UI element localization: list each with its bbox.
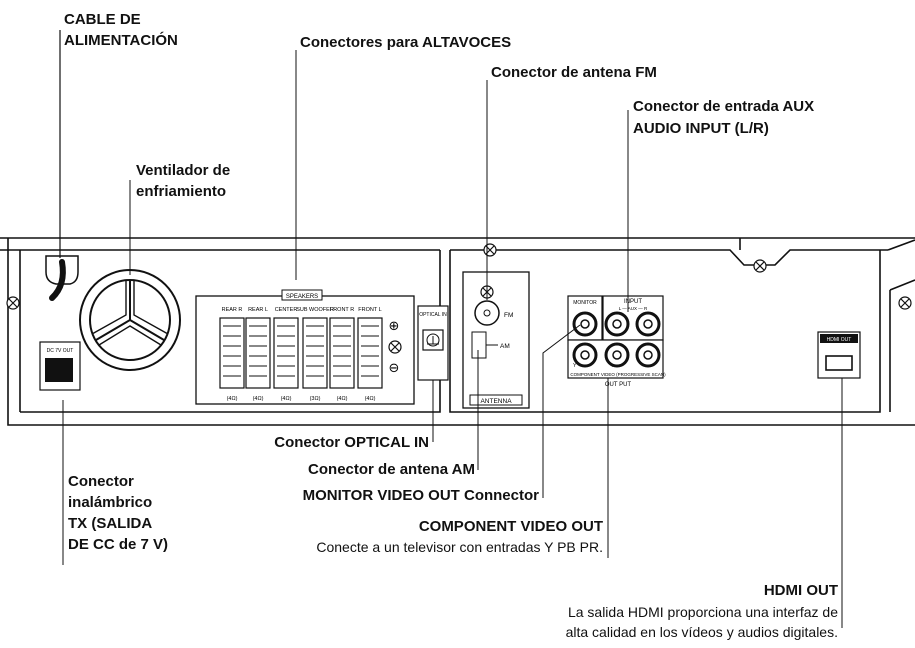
chassis (0, 237, 915, 426)
dc-out-label: DC 7V OUT (47, 348, 74, 354)
fm-antenna-label: Conector de antena FM (491, 64, 657, 81)
monitor-panel-label: MONITOR (573, 300, 597, 306)
video-audio-jacks: MONITOR INPUT L — AUX — R COMPONENT VIDE… (567, 295, 666, 388)
wireless-label-line3: TX (SALIDA (68, 515, 153, 532)
leader-lines (62, 50, 843, 628)
plus-icon: ⊕ (389, 319, 400, 334)
wireless-label-line1: Conector (68, 473, 134, 490)
power-cable-label-line1: CABLE DE (64, 11, 141, 28)
hdmi-out-connector: HDMI OUT (817, 331, 861, 379)
center-impedance: (4Ω) (281, 396, 292, 402)
component-video-out-desc: Conecte a un televisor con entradas Y PB… (316, 539, 603, 555)
optical-in-connector: OPTICAL IN (417, 305, 449, 381)
power-cable-label-line2: ALIMENTACIÓN (64, 32, 178, 49)
antenna-connectors: FM AM ANTENNA (462, 271, 530, 409)
aux-input-label-line1: Conector de entrada AUX (633, 98, 815, 115)
output-panel-label: OUT PUT (605, 382, 632, 388)
fan-label-line1: Ventilador de (136, 162, 231, 179)
rear-r-label: REAR R (222, 307, 243, 313)
rear-l-label: REAR L (248, 307, 268, 313)
cooling-fan (79, 269, 181, 371)
y-panel-label: Y (573, 363, 577, 369)
hdmi-out-desc-line2: alta calidad en los vídeos y audios digi… (565, 624, 838, 640)
speakers-panel-label: SPEAKERS (286, 294, 318, 300)
front-l-label: FRONT L (358, 307, 381, 313)
fm-panel-label: FM (504, 312, 513, 319)
aux-panel-label: L — AUX — R (619, 306, 648, 311)
wireless-label-line2: inalámbrico (68, 494, 153, 511)
component-video-out-title: COMPONENT VIDEO OUT (418, 518, 603, 535)
power-cable (45, 30, 79, 301)
input-panel-label: INPUT (624, 299, 642, 305)
am-panel-label: AM (500, 343, 510, 350)
optical-in-label: Conector OPTICAL IN (274, 434, 429, 451)
fan-label-line2: enfriamiento (136, 183, 227, 200)
hdmi-out-title: HDMI OUT (763, 582, 838, 599)
monitor-video-out-label: MONITOR VIDEO OUT Connector (302, 487, 539, 504)
front-r-label: FRONT R (330, 307, 354, 313)
antenna-panel-label: ANTENNA (480, 398, 512, 405)
aux-input-label-line2: AUDIO INPUT (L/R) (633, 120, 769, 137)
minus-icon: ⊖ (389, 361, 400, 376)
screw-icon (6, 243, 912, 354)
rear-r-impedance: (4Ω) (227, 396, 238, 402)
hdmi-panel-label: HDMI OUT (827, 337, 852, 343)
optical-in-panel-label: OPTICAL IN (419, 312, 447, 318)
sub-woofer-label: SUB WOOFER (296, 307, 334, 313)
speaker-terminals: SPEAKERS REAR R REAR L CENTER SUB WOOFER… (195, 289, 415, 405)
front-r-impedance: (4Ω) (337, 396, 348, 402)
center-label: CENTER (275, 307, 298, 313)
hdmi-out-desc-line1: La salida HDMI proporciona una interfaz … (567, 604, 838, 620)
sub-impedance: (3Ω) (310, 396, 321, 402)
speakers-connector-label: Conectores para ALTAVOCES (300, 34, 512, 51)
rear-l-impedance: (4Ω) (253, 396, 264, 402)
dc-out-connector: DC 7V OUT (39, 341, 81, 391)
component-panel-label: COMPONENT VIDEO (PROGRESSIVE SCAN) (570, 372, 666, 377)
front-l-impedance: (4Ω) (365, 396, 376, 402)
wireless-label-line4: DE CC de 7 V) (68, 536, 169, 553)
am-antenna-label: Conector de antena AM (308, 461, 475, 478)
